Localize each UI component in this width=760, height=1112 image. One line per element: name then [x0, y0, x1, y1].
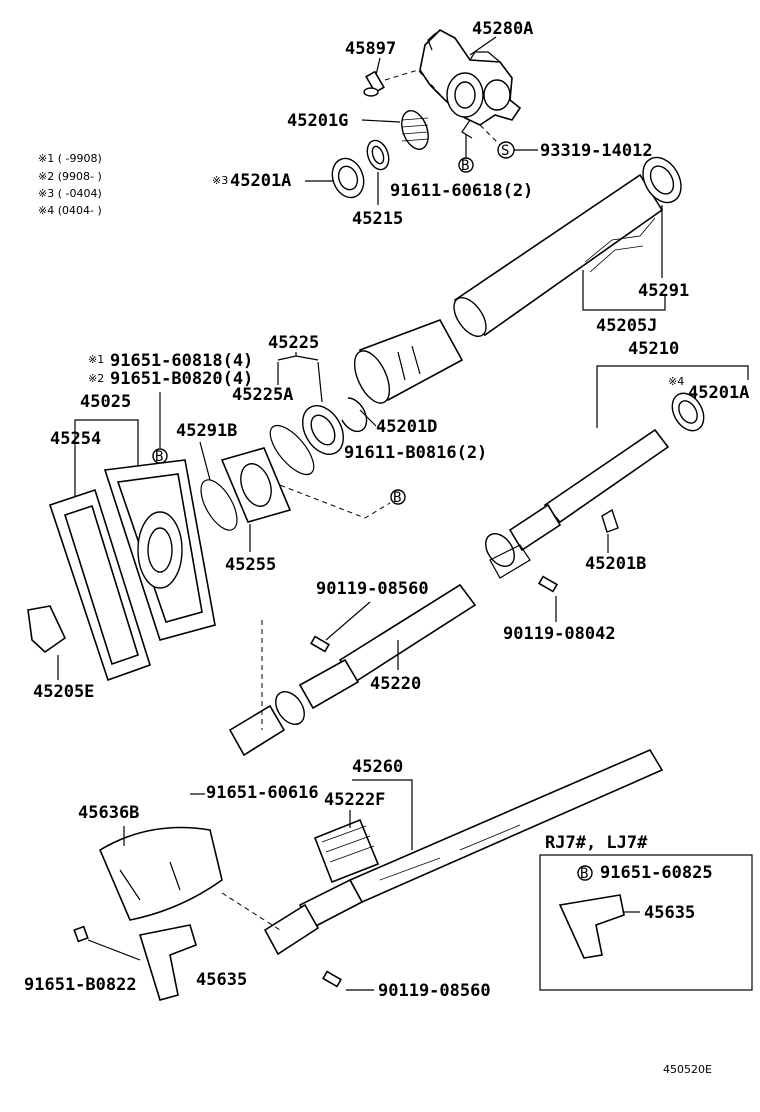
column-tube-45205J [353, 173, 664, 404]
snap-ring-45201D [341, 397, 368, 433]
label-45201A-right: 45201A [688, 383, 749, 403]
mark-4: ※4 [668, 375, 684, 388]
label-91651-60616: 91651-60616 [206, 783, 319, 803]
mark-2: ※2 [88, 372, 104, 385]
label-91611-60618: 91611-60618(2) [390, 181, 533, 201]
label-91651-60825: 91651-60825 [600, 863, 713, 883]
footnote-legend: ※1 ( -9908) ※2 (9908- ) ※3 ( -0404) ※4 (… [38, 152, 102, 217]
o-ring-45291B [200, 479, 238, 531]
label-45201G: 45201G [287, 111, 348, 131]
label-45255: 45255 [225, 555, 276, 575]
label-45636B: 45636B [78, 803, 139, 823]
label-45280A: 45280A [472, 19, 533, 39]
shaft-45210 [485, 428, 670, 579]
label-91651-B0820: 91651-B0820(4) [110, 369, 253, 389]
mark-3: ※3 [212, 174, 228, 187]
callout-b-box: B [577, 865, 593, 882]
bolt-90119-08042 [537, 575, 559, 593]
label-90119-08042: 90119-08042 [503, 624, 616, 644]
clip-45205E [27, 605, 67, 654]
label-45205J: 45205J [596, 316, 657, 336]
gasket-45254 [48, 488, 151, 682]
label-45254: 45254 [50, 429, 101, 449]
label-90119-08560-bottom: 90119-08560 [378, 981, 491, 1001]
label-90119-08560-top: 90119-08560 [316, 579, 429, 599]
label-45225: 45225 [268, 333, 319, 353]
bolt-90119-08560-bottom [321, 970, 343, 988]
note-3: ※3 ( -0404) [38, 187, 102, 200]
clip-45201B [601, 508, 619, 533]
bearing-45225 [302, 405, 344, 455]
label-45897: 45897 [345, 39, 396, 59]
label-45260: 45260 [352, 757, 403, 777]
label-91651-60818: 91651-60818(4) [110, 351, 253, 371]
screw-91651-B0822 [73, 925, 89, 943]
label-91611-B0816: 91611-B0816(2) [344, 443, 487, 463]
label-45025: 45025 [80, 392, 131, 412]
bolt-90119-08560-top [309, 635, 331, 653]
label-45201D: 45201D [376, 417, 437, 437]
boot-45222F [313, 818, 380, 884]
callout-b-top: B [458, 157, 474, 174]
callout-s: S [497, 141, 515, 159]
variant-box-rj7: RJ7#, LJ7# B 91651-60825 45635 [539, 833, 753, 991]
svg-text:S: S [501, 143, 509, 159]
svg-text:B: B [461, 158, 469, 174]
spring-45201G [401, 110, 429, 150]
bracket-45280A [419, 29, 522, 139]
label-45222F: 45222F [324, 790, 385, 810]
cover-45636B [98, 826, 223, 921]
label-45201B: 45201B [585, 554, 646, 574]
label-45220: 45220 [370, 674, 421, 694]
label-45215: 45215 [352, 209, 403, 229]
svg-text:B: B [393, 490, 401, 506]
bearing-45201A-top [331, 157, 365, 199]
label-45225A: 45225A [232, 385, 293, 405]
boot-45025 [103, 459, 216, 641]
ring-45215 [366, 139, 390, 171]
o-ring-45225A [269, 424, 315, 476]
shaft-45220 [228, 583, 477, 757]
label-45291: 45291 [638, 281, 689, 301]
plate-45255 [220, 447, 292, 523]
bracket-45635-left [138, 924, 197, 1001]
label-45635-right: 45635 [644, 903, 695, 923]
label-45635-left: 45635 [196, 970, 247, 990]
label-91651-B0822: 91651-B0822 [24, 975, 137, 995]
svg-text:B: B [155, 449, 163, 465]
label-45210: 45210 [628, 339, 679, 359]
callout-b-middle: B [390, 489, 406, 506]
shaft-45260 [263, 748, 664, 956]
label-45291B: 45291B [176, 421, 237, 441]
note-4: ※4 (0404- ) [38, 204, 102, 217]
note-2: ※2 (9908- ) [38, 170, 102, 183]
svg-text:B: B [580, 866, 588, 882]
bearing-45201A-right [671, 392, 705, 432]
diagram-code: 450520E [663, 1063, 712, 1076]
note-1: ※1 ( -9908) [38, 152, 102, 165]
label-45201A-top: 45201A [230, 171, 291, 191]
screw-45897 [363, 70, 385, 97]
mark-1: ※1 [88, 353, 104, 366]
label-rj7-lj7: RJ7#, LJ7# [545, 833, 648, 853]
label-93319-14012: 93319-14012 [540, 141, 653, 161]
label-45205E: 45205E [33, 682, 94, 702]
ring-45291 [642, 156, 682, 204]
